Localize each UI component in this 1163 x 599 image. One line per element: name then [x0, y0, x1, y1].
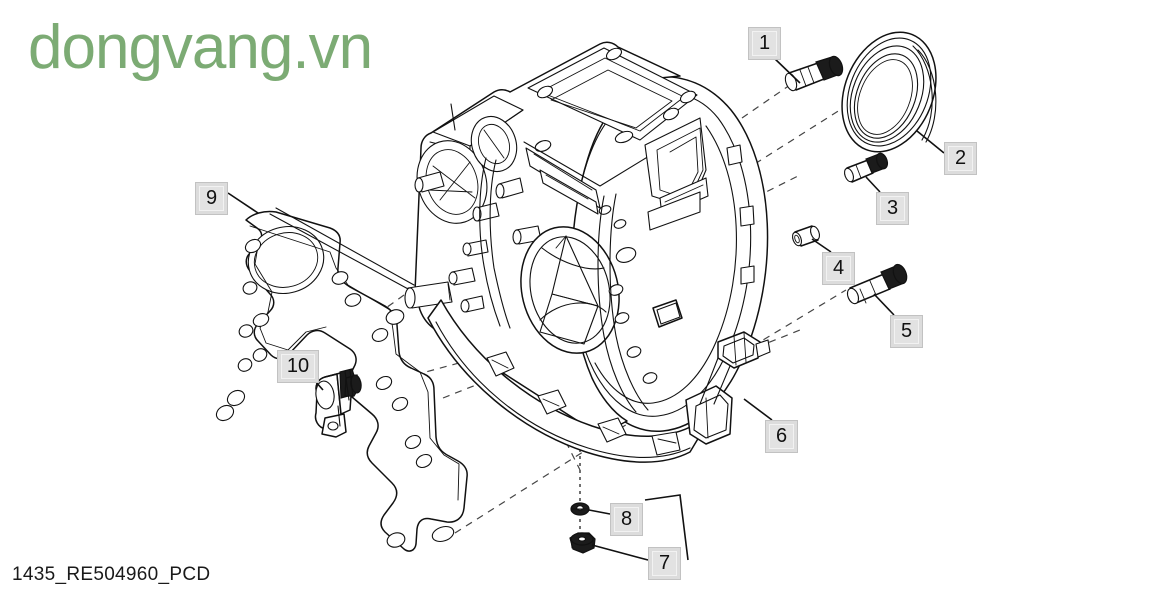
callout-box-7[interactable]: 7	[648, 547, 681, 580]
part-10-speed-sensor	[314, 368, 362, 438]
callout-box-2[interactable]: 2	[944, 142, 977, 175]
part-4-dowel-pin-bushing	[791, 225, 821, 247]
part-8-flat-washer	[570, 502, 590, 516]
callout-label-2: 2	[948, 146, 973, 171]
part-3-cap-screw-bolt-short	[843, 152, 889, 183]
gasket-bolt-holes	[215, 238, 455, 548]
watermark-dongvang: dongvang.vn	[28, 13, 373, 82]
callout-box-8[interactable]: 8	[610, 503, 643, 536]
part-2-crankshaft-oil-seal-ring	[841, 31, 937, 153]
callout-label-8: 8	[614, 507, 639, 532]
part-7-hex-nut	[569, 532, 596, 554]
callout-label-7: 7	[652, 551, 677, 576]
callout-label-5: 5	[894, 319, 919, 344]
callout-box-9[interactable]: 9	[195, 182, 228, 215]
callout-label-3: 3	[880, 196, 905, 221]
callout-box-1[interactable]: 1	[748, 27, 781, 60]
part-1-cap-screw-bolt	[784, 55, 844, 92]
callout-label-9: 9	[199, 186, 224, 211]
callout-label-4: 4	[826, 256, 851, 281]
callout-box-6[interactable]: 6	[765, 420, 798, 453]
callout-box-10[interactable]: 10	[277, 350, 319, 383]
callout-box-5[interactable]: 5	[890, 315, 923, 348]
part-5-cap-screw-bolt-long	[846, 263, 908, 305]
callout-label-6: 6	[769, 424, 794, 449]
callout-label-10: 10	[281, 354, 315, 379]
diagram-caption: 1435_RE504960_PCD	[12, 564, 211, 585]
part-6-timing-gear-cover-housing	[404, 41, 771, 463]
callout-box-4[interactable]: 4	[822, 252, 855, 285]
callout-label-1: 1	[752, 31, 777, 56]
callout-box-3[interactable]: 3	[876, 192, 909, 225]
